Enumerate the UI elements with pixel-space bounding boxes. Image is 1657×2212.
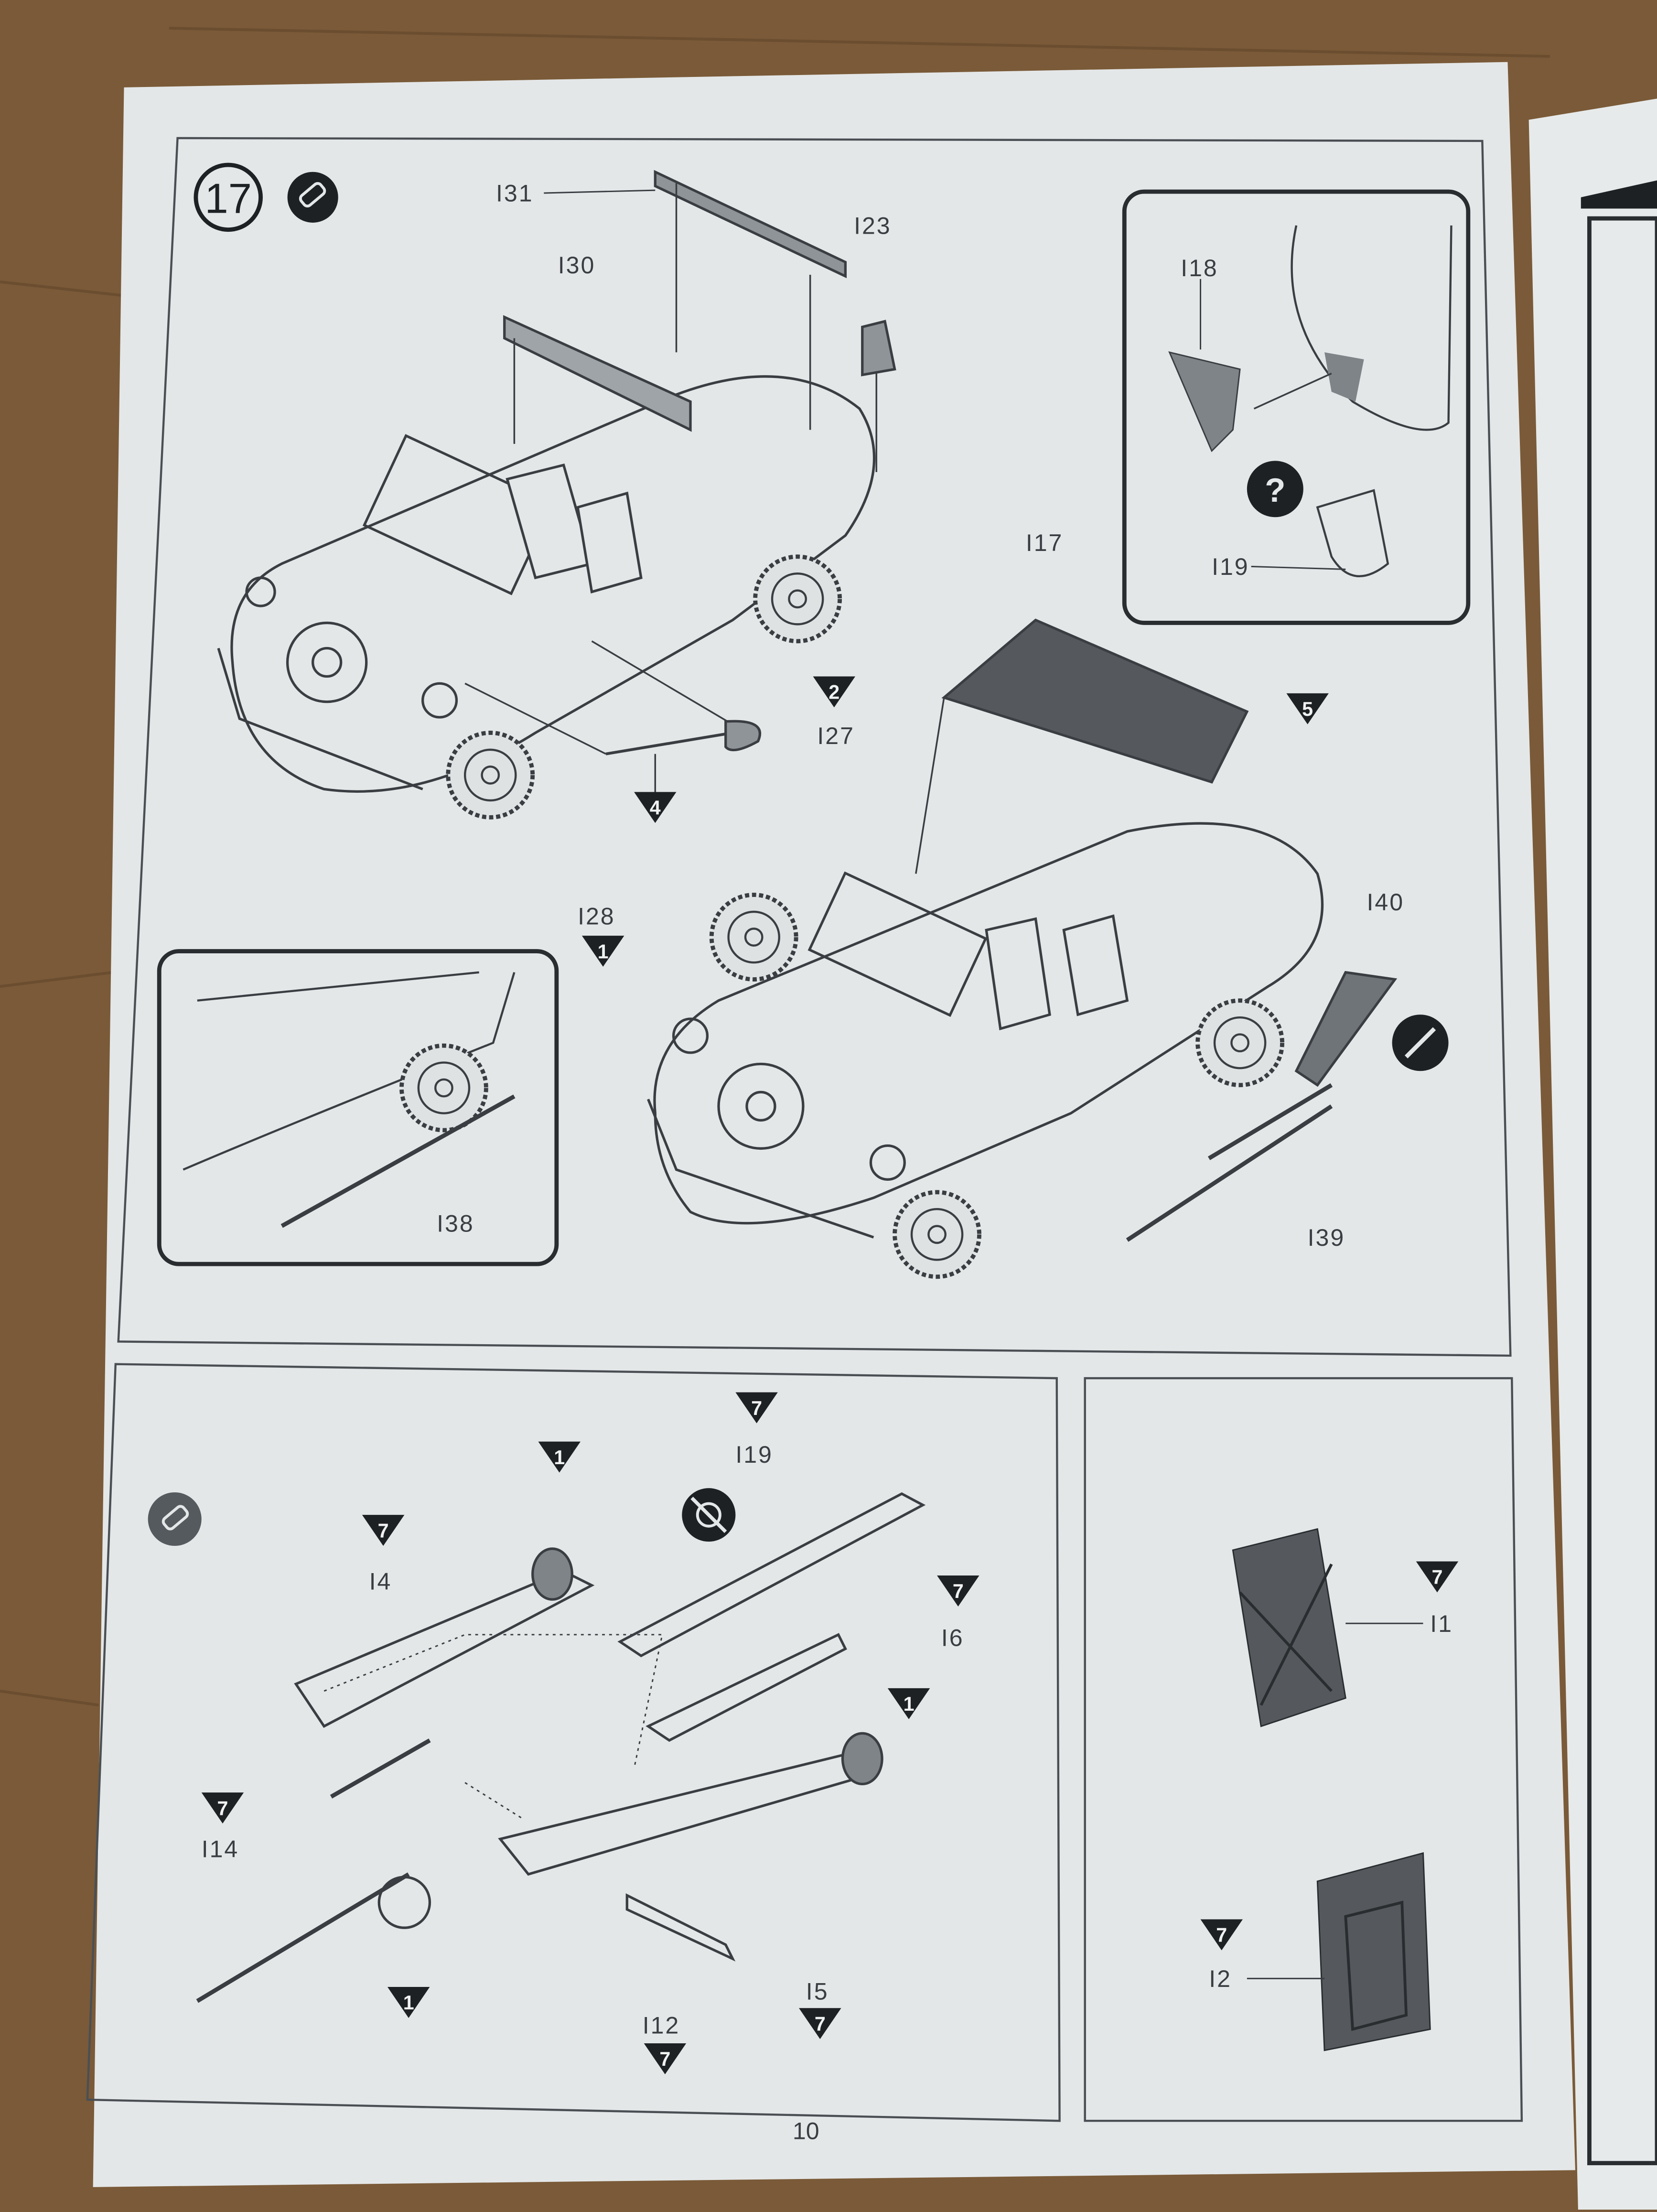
paint-code-marker: 5 bbox=[1286, 693, 1329, 724]
paint-code-marker: 7 bbox=[362, 1515, 405, 1546]
step-17-panel: 17 bbox=[117, 137, 1512, 1357]
paint-code-marker: 7 bbox=[1416, 1561, 1459, 1593]
svg-text:7: 7 bbox=[1431, 1566, 1442, 1588]
part-label-i4: I4 bbox=[369, 1568, 392, 1595]
vehicle-lower-illustration bbox=[647, 618, 1398, 1242]
jerrycan-panel: I1 I2 7 7 bbox=[1084, 1377, 1523, 2122]
svg-text:7: 7 bbox=[751, 1397, 762, 1419]
part-label-i27: I27 bbox=[817, 723, 855, 749]
paint-brush-icon bbox=[287, 172, 338, 223]
paint-code-marker: 2 bbox=[813, 676, 856, 708]
part-label-i31: I31 bbox=[496, 180, 534, 207]
part-label-i17: I17 bbox=[1026, 529, 1064, 556]
part-label-i40: I40 bbox=[1367, 889, 1405, 916]
paint-code-marker: 7 bbox=[201, 1792, 244, 1824]
svg-text:7: 7 bbox=[1216, 1924, 1227, 1946]
jerrycan-illustration bbox=[1232, 1528, 1431, 2051]
part-label-i1: I1 bbox=[1430, 1610, 1453, 1637]
part-label-i19: I19 bbox=[1212, 553, 1249, 580]
part-label-i5: I5 bbox=[806, 1978, 829, 2005]
svg-text:7: 7 bbox=[217, 1797, 228, 1819]
svg-text:2: 2 bbox=[828, 681, 839, 703]
svg-text:1: 1 bbox=[554, 1446, 565, 1468]
part-label-i12: I12 bbox=[643, 2012, 680, 2039]
next-page bbox=[1528, 98, 1657, 2210]
svg-text:5: 5 bbox=[1302, 698, 1313, 720]
vehicle-upper-illustration bbox=[217, 170, 896, 797]
svg-text:1: 1 bbox=[904, 1693, 915, 1715]
paint-brush-icon bbox=[148, 1492, 202, 1546]
svg-text:7: 7 bbox=[659, 2048, 670, 2070]
paint-code-marker: 1 bbox=[538, 1441, 581, 1473]
page-number: 10 bbox=[793, 2118, 819, 2145]
svg-text:7: 7 bbox=[378, 1520, 389, 1542]
part-label-i38: I38 bbox=[437, 1210, 474, 1237]
svg-text:?: ? bbox=[1265, 471, 1285, 509]
pencil-icon bbox=[1392, 1014, 1449, 1071]
part-label-i30: I30 bbox=[558, 252, 596, 279]
part-label-i23: I23 bbox=[854, 213, 892, 239]
paint-code-marker: 7 bbox=[735, 1392, 778, 1424]
part-label-i18: I18 bbox=[1181, 255, 1218, 281]
paint-code-marker: 4 bbox=[634, 792, 677, 823]
part-label-i14: I14 bbox=[202, 1836, 239, 1863]
step-number-badge bbox=[194, 162, 263, 232]
svg-text:7: 7 bbox=[815, 2013, 826, 2035]
svg-text:1: 1 bbox=[403, 1992, 414, 2014]
step-number: 17 bbox=[205, 174, 252, 222]
question-icon: ? bbox=[1247, 461, 1303, 518]
paint-code-marker: 1 bbox=[387, 1987, 430, 2018]
trailer-illustration bbox=[196, 1492, 926, 2003]
trailer-panel: I19 I4 I6 I14 I12 I5 7 1 7 7 1 7 1 7 7 bbox=[86, 1363, 1061, 2122]
paint-code-marker: 7 bbox=[644, 2043, 687, 2074]
part-label-i2: I2 bbox=[1209, 1965, 1232, 1992]
svg-text:4: 4 bbox=[650, 797, 661, 819]
paint-code-marker: 1 bbox=[887, 1688, 930, 1719]
inset-side-box bbox=[157, 949, 559, 1266]
paint-code-marker: 7 bbox=[937, 1575, 979, 1607]
part-label-i19: I19 bbox=[735, 1441, 773, 1468]
paint-code-marker: 7 bbox=[1200, 1919, 1243, 1951]
svg-text:1: 1 bbox=[598, 940, 609, 962]
inset-detail-box: ? bbox=[1122, 189, 1471, 625]
paint-code-marker: 1 bbox=[581, 936, 624, 967]
svg-text:7: 7 bbox=[953, 1580, 964, 1602]
part-label-i28: I28 bbox=[578, 903, 615, 930]
part-label-i6: I6 bbox=[941, 1624, 964, 1651]
part-label-i39: I39 bbox=[1308, 1224, 1345, 1251]
paint-code-marker: 7 bbox=[799, 2008, 841, 2039]
no-glue-icon bbox=[682, 1488, 736, 1542]
